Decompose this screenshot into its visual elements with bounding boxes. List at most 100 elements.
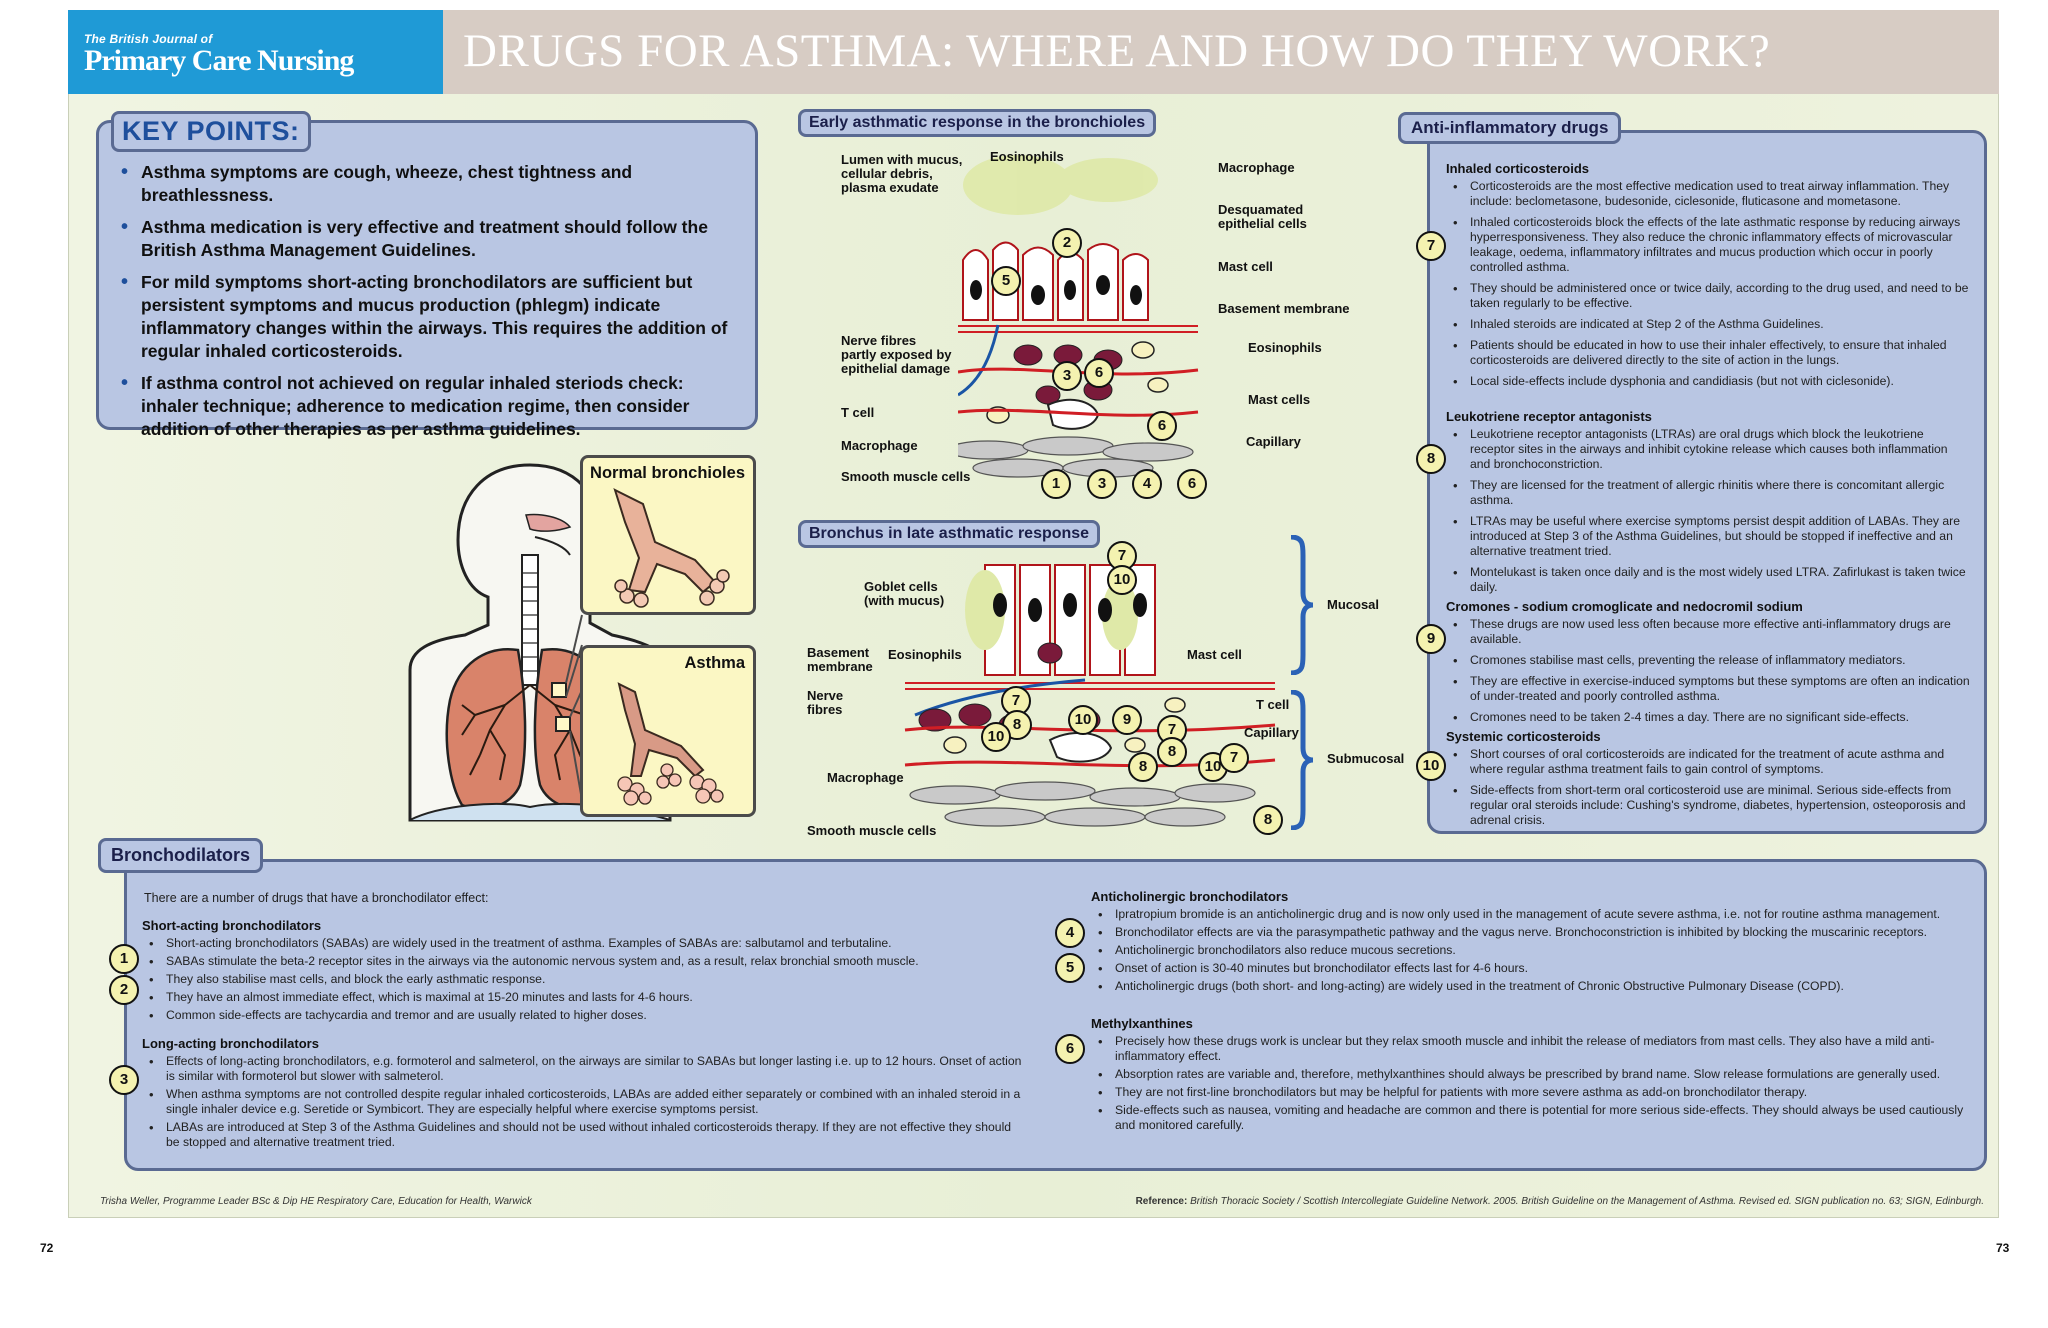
section-heading: Short-acting bronchodilators [142, 918, 322, 933]
section-heading: Inhaled corticosteroids [1446, 161, 1590, 176]
marker-6: 6 [1055, 1034, 1085, 1064]
list-item: They are licensed for the treatment of a… [1446, 478, 1970, 508]
marker-7: 7 [1219, 743, 1249, 773]
list-item: Patients should be educated in how to us… [1446, 338, 1970, 368]
marker-2: 2 [1052, 228, 1082, 258]
label-mast-cells: Mast cells [1248, 392, 1311, 407]
label-macrophage-left: Macrophage [841, 438, 918, 453]
marker-1: 1 [109, 944, 139, 974]
label-smooth-muscle-late: Smooth muscle cells [807, 823, 937, 838]
section-heading: Cromones - sodium cromoglicate and nedoc… [1446, 599, 1803, 614]
list-item: LABAs are introduced at Step 3 of the As… [142, 1120, 1022, 1150]
marker-8: 8 [1253, 805, 1283, 835]
key-points-panel: Asthma symptoms are cough, wheeze, chest… [96, 120, 758, 439]
label-t-cell-late: T cell [1256, 697, 1290, 712]
list-item: Local side-effects include dysphonia and… [1446, 374, 1970, 389]
marker-9: 9 [1112, 705, 1142, 735]
anti-inflammatory-panel: Inhaled corticosteroids Corticosteroids … [1427, 130, 1987, 834]
page-number-left: 72 [40, 1241, 54, 1255]
marker-10: 10 [981, 722, 1011, 752]
list-item: Side-effects from short-term oral cortic… [1446, 783, 1970, 828]
label-mast-cell-late: Mast cell [1187, 647, 1242, 662]
list-item: Onset of action is 30-40 minutes but bro… [1091, 961, 1971, 976]
marker-8: 8 [1157, 737, 1187, 767]
section-short-acting: Short-acting bronchodilators Short-actin… [142, 918, 1022, 1026]
section-heading: Anticholinergic bronchodilators [1091, 889, 1289, 904]
list-item: Cromones need to be taken 2-4 times a da… [1446, 710, 1970, 725]
reference-label: Reference: [1135, 1196, 1188, 1207]
list-item: When asthma symptoms are not controlled … [142, 1087, 1022, 1117]
section-heading: Methylxanthines [1091, 1016, 1193, 1031]
early-response-heading: Early asthmatic response in the bronchio… [798, 109, 1157, 137]
list-item: Anticholinergic drugs (both short- and l… [1091, 979, 1971, 994]
marker-6: 6 [1147, 411, 1177, 441]
list-item: Precisely how these drugs work is unclea… [1091, 1034, 1971, 1064]
label-lumen: Lumen with mucus, cellular debris, plasm… [841, 152, 963, 195]
list-item: Anticholinergic bronchodilators also red… [1091, 943, 1971, 958]
early-response-illustration [958, 155, 1199, 478]
asthma-label: Asthma [684, 654, 745, 672]
label-nerve-fibres: Nerve fibres partly exposed by epithelia… [841, 333, 952, 376]
list-item: Inhaled steroids are indicated at Step 2… [1446, 317, 1970, 332]
label-capillary: Capillary [1246, 434, 1301, 449]
marker-5: 5 [991, 266, 1021, 296]
section-heading: Long-acting bronchodilators [142, 1036, 319, 1051]
section-systemic-corticosteroids: Systemic corticosteroids Short courses o… [1446, 729, 1970, 834]
section-leukotriene: Leukotriene receptor antagonists Leukotr… [1446, 409, 1970, 601]
reference-text: British Thoracic Society / Scottish Inte… [1190, 1196, 1984, 1207]
marker-3: 3 [1052, 361, 1082, 391]
label-mucosal: Mucosal [1327, 597, 1380, 612]
label-eosinophils-mid: Eosinophils [1248, 340, 1322, 355]
list-item: They have an almost immediate effect, wh… [142, 990, 1022, 1005]
list-item: Common side-effects are tachycardia and … [142, 1008, 1022, 1023]
journal-logo: The British Journal of Primary Care Nurs… [68, 10, 443, 94]
marker-5: 5 [1055, 953, 1085, 983]
label-smooth-muscle: Smooth muscle cells [841, 469, 971, 484]
section-inhaled-corticosteroids: Inhaled corticosteroids Corticosteroids … [1446, 161, 1970, 395]
list-item: Inhaled corticosteroids block the effect… [1446, 215, 1970, 275]
key-point: If asthma control not achieved on regula… [117, 372, 737, 441]
normal-bronchioles-box: Normal bronchioles [580, 455, 756, 615]
label-eosinophils-late: Eosinophils [888, 647, 962, 662]
title-bar: DRUGS FOR ASTHMA: WHERE AND HOW DO THEY … [443, 10, 1999, 94]
key-point: Asthma medication is very effective and … [117, 216, 737, 262]
author-credit: Trisha Weller, Programme Leader BSc & Di… [100, 1196, 532, 1207]
page-title: DRUGS FOR ASTHMA: WHERE AND HOW DO THEY … [463, 25, 1771, 77]
label-capillary-late: Capillary [1244, 725, 1299, 740]
marker-10: 10 [1107, 565, 1137, 595]
label-submucosal: Submucosal [1327, 751, 1405, 766]
marker-10: 10 [1068, 705, 1098, 735]
mucosal-brace-icon [1290, 535, 1314, 675]
intro-text: There are a number of drugs that have a … [144, 891, 489, 905]
label-nerve-fibres-late: Nerve fibres [807, 688, 844, 717]
section-long-acting: Long-acting bronchodilators Effects of l… [142, 1036, 1022, 1153]
label-eosinophils-top: Eosinophils [990, 149, 1064, 164]
marker-9: 9 [1416, 624, 1446, 654]
section-heading: Systemic corticosteroids [1446, 729, 1601, 744]
list-item: Short courses of oral corticosteroids ar… [1446, 747, 1970, 777]
label-macrophage-late: Macrophage [827, 770, 904, 785]
label-desquamated: Desquamated epithelial cells [1218, 202, 1307, 231]
bronchodilators-heading: Bronchodilators [98, 838, 264, 873]
marker-3: 3 [109, 1065, 139, 1095]
asthma-bronchioles-box: Asthma [580, 645, 756, 817]
marker-4: 4 [1055, 918, 1085, 948]
submucosal-brace-icon [1290, 690, 1314, 830]
label-basement-membrane-late: Basement membrane [807, 645, 873, 674]
list-item: Absorption rates are variable and, there… [1091, 1067, 1971, 1082]
section-anticholinergic: Anticholinergic bronchodilators Ipratrop… [1091, 889, 1971, 997]
list-item: SABAs stimulate the beta-2 receptor site… [142, 954, 1022, 969]
marker-3: 3 [1087, 469, 1117, 499]
list-item: They also stabilise mast cells, and bloc… [142, 972, 1022, 987]
label-goblet-cells: Goblet cells (with mucus) [864, 579, 945, 608]
marker-6: 6 [1084, 358, 1114, 388]
key-points-list: Asthma symptoms are cough, wheeze, chest… [117, 161, 737, 450]
list-item: They should be administered once or twic… [1446, 281, 1970, 311]
key-point: Asthma symptoms are cough, wheeze, chest… [117, 161, 737, 207]
key-point: For mild symptoms short-acting bronchodi… [117, 271, 737, 363]
marker-4: 4 [1132, 469, 1162, 499]
normal-bronchioles-label: Normal bronchioles [590, 464, 745, 482]
marker-2: 2 [109, 975, 139, 1005]
list-item: LTRAs may be useful where exercise sympt… [1446, 514, 1970, 559]
list-item: Cromones stabilise mast cells, preventin… [1446, 653, 1970, 668]
